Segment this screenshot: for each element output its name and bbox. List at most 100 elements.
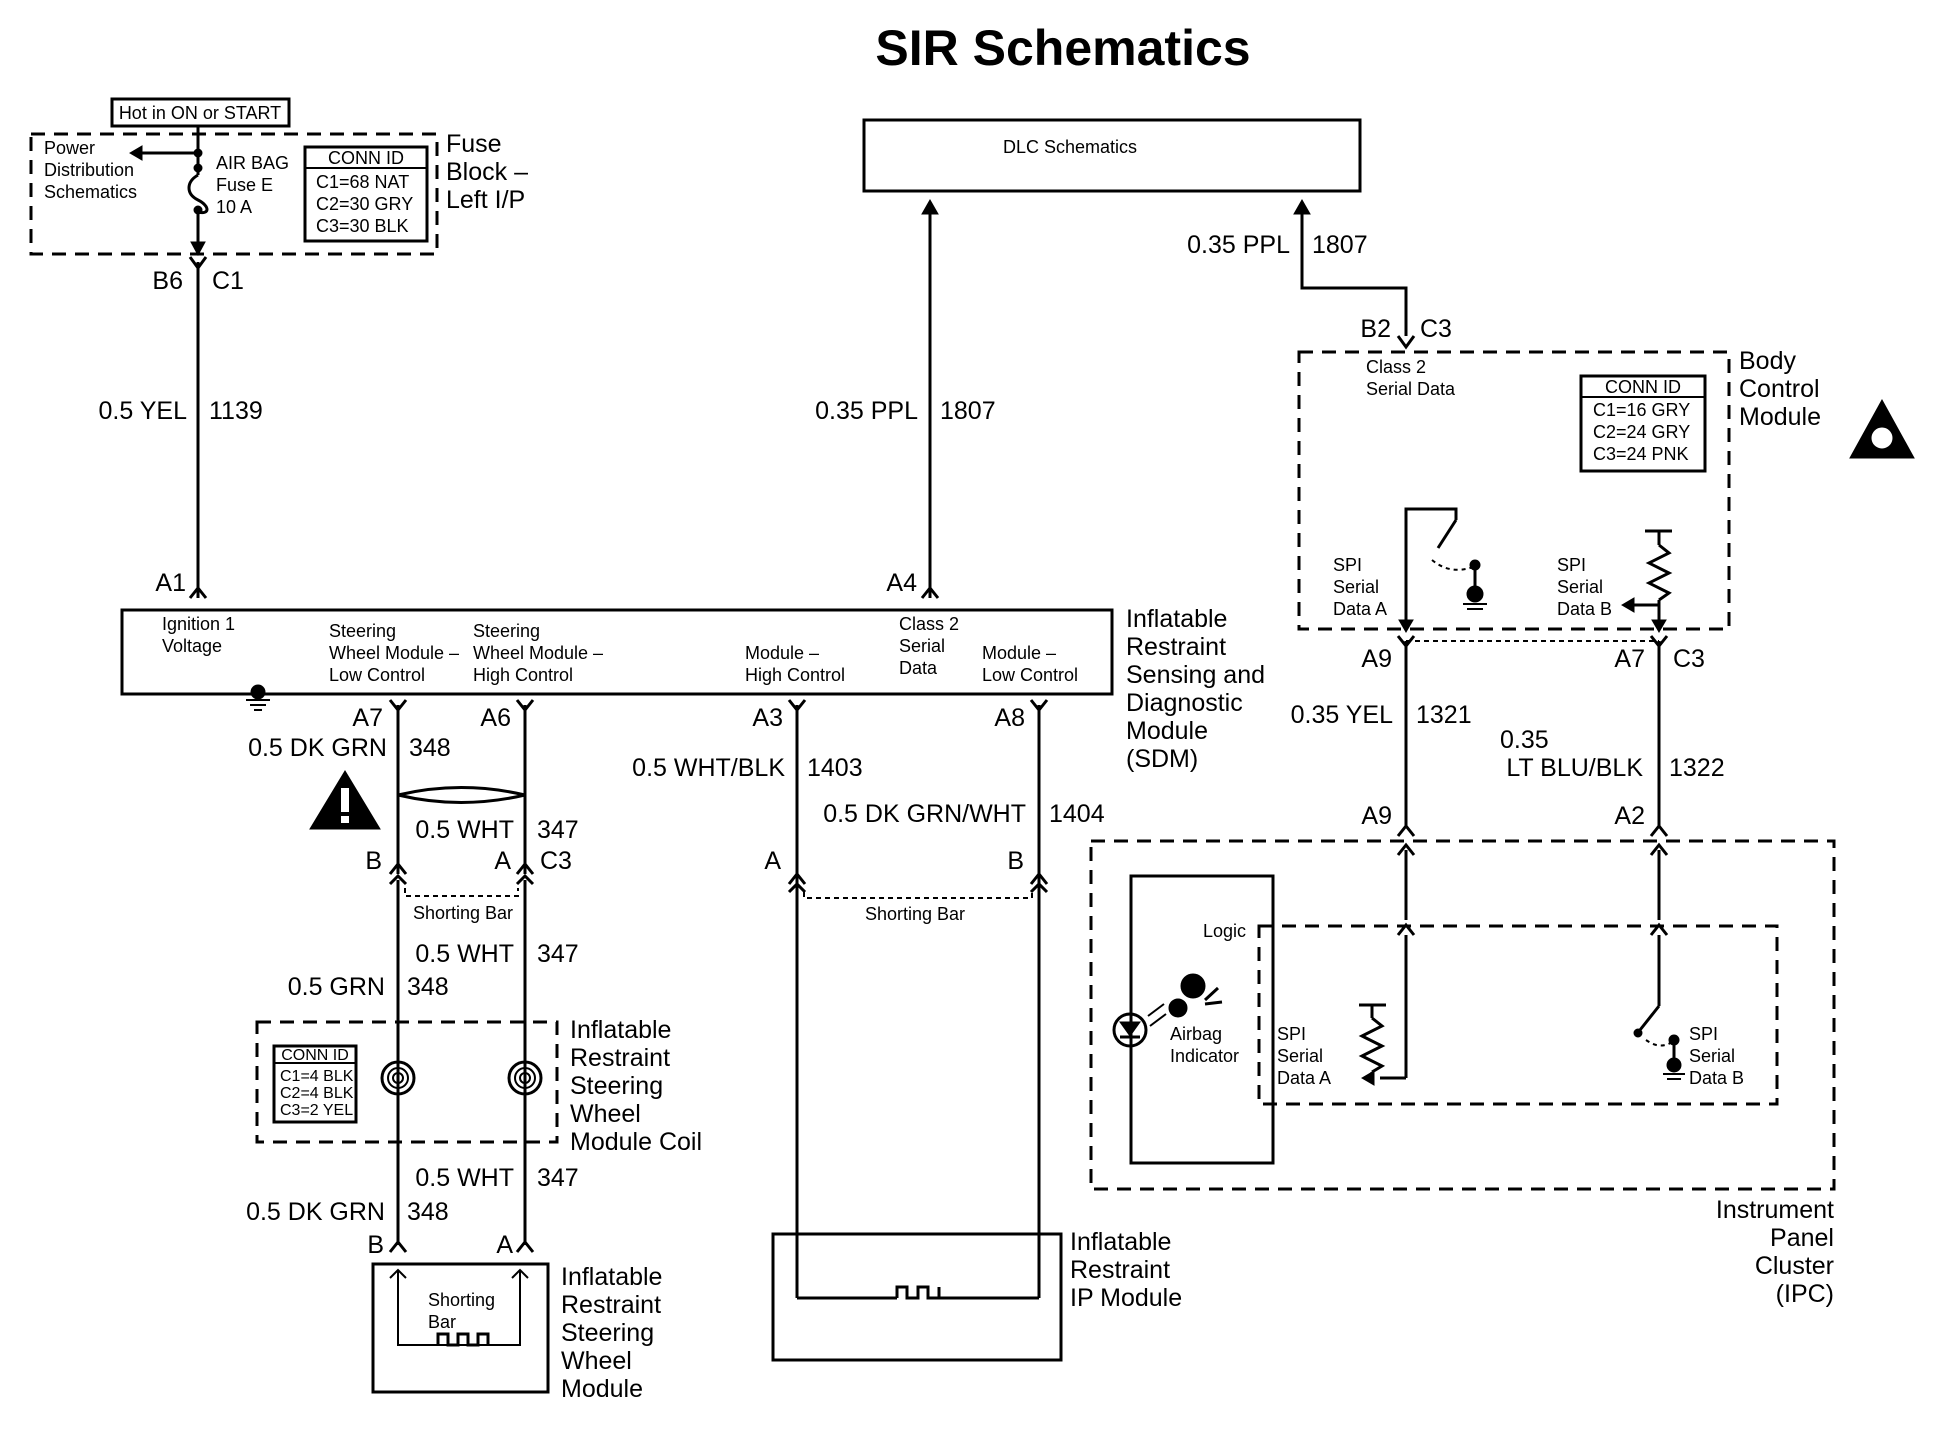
dlc-label[interactable]: DLC Schematics: [1003, 137, 1137, 157]
wire-1139: B6 C1 0.5 YEL 1139 A1: [98, 256, 263, 599]
sdm-box: [120, 608, 1114, 696]
fuse-label-3: 10 A: [216, 197, 252, 217]
coil-spiral-icon: [380, 1060, 416, 1096]
coil-outline: [255, 1020, 559, 1144]
ip-squib-icon: [895, 1285, 941, 1300]
pds-label-3: Schematics: [44, 182, 137, 202]
pds-label-2: Distribution: [44, 160, 134, 180]
conn-sdm-a6: A6: [480, 704, 511, 732]
wire-348-bot-circuit: 348: [407, 1198, 449, 1226]
fuse-label-2: Fuse E: [216, 175, 273, 195]
sdm-pin-ign-2: Voltage: [162, 636, 222, 656]
conn-sdm-a4: A4: [886, 569, 917, 597]
ipc-indicator-2: Indicator: [1170, 1046, 1239, 1066]
conn-sdm-a7: A7: [352, 704, 383, 732]
swm-shorting-1: Shorting: [428, 1290, 495, 1310]
dlc-box[interactable]: [862, 118, 1362, 193]
ip-module-name-3: IP Module: [1070, 1284, 1182, 1312]
coil-conn-id-box: [272, 1044, 358, 1124]
wire-1321-circuit: 1321: [1416, 701, 1472, 729]
ipc-resistor-icon: [1358, 1016, 1386, 1074]
conn-sdm-a1: A1: [155, 569, 186, 597]
sdm-pin-swlow-1: Steering: [329, 621, 396, 641]
ipc-indicator-1: Airbag: [1170, 1024, 1222, 1044]
fuse-block-name-1: Fuse: [446, 130, 502, 158]
airbag-person-icon: [1180, 973, 1206, 999]
conn-coil-b: B: [365, 847, 382, 875]
sdm-pin-swhigh-3: High Control: [473, 665, 573, 685]
wire-1403-gauge: 0.5 WHT/BLK: [632, 754, 785, 782]
wire-1403-1404: A3 A8 0.5 WHT/BLK 1403 0.5 DK GRN/WHT 14…: [632, 699, 1105, 1298]
bcm-spi-a-2: Serial: [1333, 577, 1379, 597]
body-control-module: Class 2 Serial Data CONN ID C1=16 GRY C2…: [1297, 347, 1821, 633]
wire-1139-circuit: 1139: [209, 397, 263, 425]
sdm-name-3: Sensing and: [1126, 661, 1265, 689]
coil-conn-id-header: CONN ID: [281, 1047, 349, 1064]
fuse-conn-id-header: CONN ID: [328, 148, 404, 168]
wire-348-top-gauge: 0.5 DK GRN: [248, 734, 387, 762]
bcm-class2-2: Serial Data: [1366, 379, 1456, 399]
ip-module-name-2: Restraint: [1070, 1256, 1170, 1284]
conn-bcm-b2: B2: [1360, 315, 1391, 343]
wire-1139-gauge: 0.5 YEL: [98, 397, 187, 425]
conn-sdm-a8: A8: [994, 704, 1025, 732]
wire-348-347: A7 A6 0.5 DK GRN 348 0.5 WHT 347 B A C3 …: [248, 699, 579, 1245]
wire-348-bot-gauge: 0.5 DK GRN: [246, 1198, 385, 1226]
ipc-spi-a-3: Data A: [1277, 1068, 1331, 1088]
hot-label: Hot in ON or START: [119, 103, 281, 123]
conn-sdm-a3: A3: [752, 704, 783, 732]
fuse-icon: [187, 173, 209, 215]
wire-1322-gauge-2: LT BLU/BLK: [1506, 754, 1643, 782]
coil-conn-id-c1: C1=4 BLK: [280, 1068, 354, 1085]
coil-spiral-icon-2: [507, 1060, 543, 1096]
sdm-pin-ign-1: Ignition 1: [162, 614, 235, 634]
conn-c1: C1: [212, 267, 244, 295]
conn-coil-c3: C3: [540, 847, 572, 875]
coil-name-1: Inflatable: [570, 1016, 671, 1044]
bcm-name-1: Body: [1739, 347, 1796, 375]
ipc-spi-b-1: SPI: [1689, 1024, 1718, 1044]
bcm-spi-a-1: SPI: [1333, 555, 1362, 575]
page-title: SIR Schematics: [875, 20, 1250, 76]
swm-name-1: Inflatable: [561, 1263, 662, 1291]
bcm-conn-id-box: [1579, 374, 1707, 473]
fuse-conn-id-c2: C2=30 GRY: [316, 194, 413, 214]
sdm-pin-swhigh-1: Steering: [473, 621, 540, 641]
coil-conn-id-c3: C3=2 YEL: [280, 1102, 353, 1119]
wire-348-mid-circuit: 348: [407, 973, 449, 1001]
bcm-name-2: Control: [1739, 375, 1820, 403]
wire-347-bot-circuit: 347: [537, 1164, 579, 1192]
pds-arrow-icon: [129, 145, 143, 161]
conn-bcm-c3b: C3: [1673, 645, 1705, 673]
bcm-conn-id-c1: C1=16 GRY: [1593, 400, 1690, 420]
sdm-name-4: Diagnostic: [1126, 689, 1243, 717]
bcm-name-3: Module: [1739, 403, 1821, 431]
swm-name-2: Restraint: [561, 1291, 661, 1319]
ipc-name-3: Cluster: [1755, 1252, 1834, 1280]
wire-347-top-circuit: 347: [537, 816, 579, 844]
ipc-name-1: Instrument: [1716, 1196, 1834, 1224]
twisted-pair-icon: [397, 786, 526, 804]
conn-coil-a: A: [494, 847, 511, 875]
wire-347-mid-circuit: 347: [537, 940, 579, 968]
pds-label-1: Power: [44, 138, 95, 158]
coil-name-5: Module Coil: [570, 1128, 702, 1156]
sdm-pin-swhigh-2: Wheel Module –: [473, 643, 603, 663]
wire-1807-sdm-circuit: 1807: [940, 397, 996, 425]
ipc-spi-b-3: Data B: [1689, 1068, 1744, 1088]
sdm-name-5: Module: [1126, 717, 1208, 745]
wire-1807-bcm: 0.35 PPL 1807 B2 C3: [1187, 198, 1452, 350]
bcm-resistor-icon: [1645, 543, 1673, 602]
ipc-outline: [1089, 839, 1836, 1191]
conn-ipc-a9: A9: [1361, 802, 1392, 830]
sdm-name-1: Inflatable: [1126, 605, 1227, 633]
bcm-conn-id-c3: C3=24 PNK: [1593, 444, 1689, 464]
steering-wheel-module: Shorting Bar Inflatable Restraint Steeri…: [371, 1262, 662, 1403]
coil-conn-id-c2: C2=4 BLK: [280, 1085, 354, 1102]
ipc-spi-b-2: Serial: [1689, 1046, 1735, 1066]
hot-label-box: [110, 97, 291, 128]
wire-347-mid-gauge: 0.5 WHT: [415, 940, 514, 968]
wire-1403-circuit: 1403: [807, 754, 863, 782]
fuse-label-1: AIR BAG: [216, 153, 289, 173]
fuse-block-name-3: Left I/P: [446, 186, 525, 214]
